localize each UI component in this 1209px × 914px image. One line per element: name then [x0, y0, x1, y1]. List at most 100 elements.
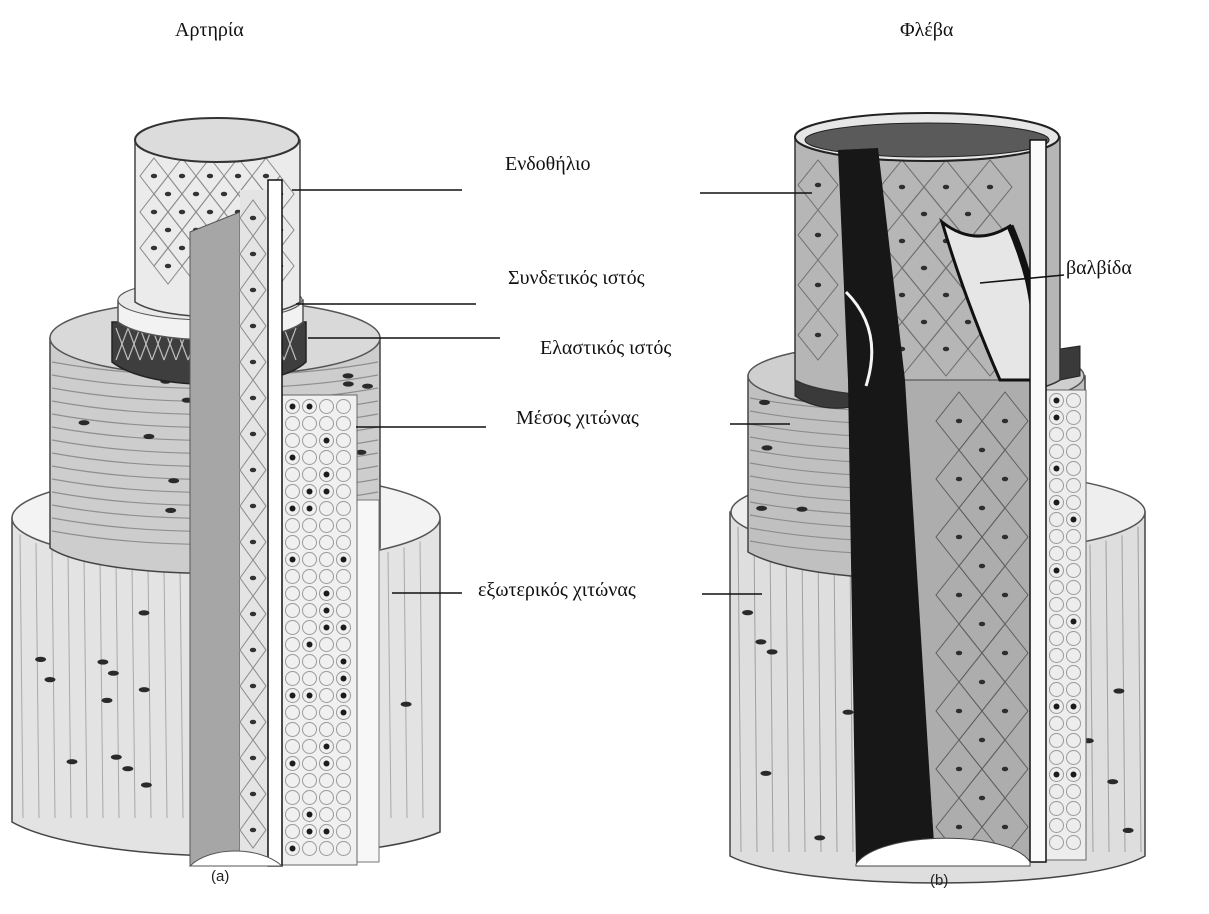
cell-nucleus	[179, 210, 185, 215]
cell-nucleus	[1054, 772, 1060, 778]
cell-nucleus	[168, 478, 179, 483]
cell-nucleus	[979, 796, 985, 801]
cell-nucleus	[307, 812, 313, 818]
cell-nucleus	[1054, 568, 1060, 574]
middle-tunic-label: Μέσος χιτώνας	[516, 406, 639, 430]
cell-nucleus	[151, 210, 157, 215]
cell-nucleus	[815, 233, 821, 238]
cell-nucleus	[979, 506, 985, 511]
cell-nucleus	[250, 432, 256, 437]
cell-nucleus	[307, 829, 313, 835]
cell-nucleus	[987, 185, 993, 190]
cell-nucleus	[759, 400, 770, 405]
cell-nucleus	[1113, 688, 1124, 693]
cell-nucleus	[797, 507, 808, 512]
cell-nucleus	[956, 709, 962, 714]
cell-nucleus	[324, 489, 330, 495]
cell-nucleus	[141, 782, 152, 787]
cell-nucleus	[151, 174, 157, 179]
cell-nucleus	[324, 591, 330, 597]
cell-nucleus	[921, 212, 927, 217]
cell-nucleus	[815, 283, 821, 288]
cell-nucleus	[250, 648, 256, 653]
cell-nucleus	[250, 828, 256, 833]
cell-nucleus	[343, 373, 354, 378]
cell-nucleus	[1071, 619, 1077, 625]
cell-nucleus	[843, 710, 854, 715]
cell-nucleus	[108, 671, 119, 676]
cell-nucleus	[324, 438, 330, 444]
cell-nucleus	[756, 506, 767, 511]
vein-panel-caption: (b)	[930, 872, 948, 890]
cell-nucleus	[250, 360, 256, 365]
cell-nucleus	[221, 192, 227, 197]
cell-nucleus	[165, 228, 171, 233]
cell-nucleus	[341, 659, 347, 665]
cell-nucleus	[921, 320, 927, 325]
cell-nucleus	[1002, 419, 1008, 424]
cell-nucleus	[1054, 704, 1060, 710]
cell-nucleus	[307, 404, 313, 410]
cell-nucleus	[290, 506, 296, 512]
cell-nucleus	[250, 324, 256, 329]
cell-nucleus	[35, 657, 46, 662]
cell-nucleus	[979, 564, 985, 569]
cell-nucleus	[307, 693, 313, 699]
cell-nucleus	[742, 610, 753, 615]
cell-nucleus	[899, 185, 905, 190]
elastic-tissue-label: Ελαστικός ιστός	[540, 336, 671, 360]
cell-nucleus	[45, 677, 56, 682]
cell-nucleus	[165, 264, 171, 269]
cell-nucleus	[979, 622, 985, 627]
cell-nucleus	[290, 761, 296, 767]
cell-nucleus	[235, 174, 241, 179]
cell-nucleus	[1002, 535, 1008, 540]
cell-nucleus	[341, 693, 347, 699]
cell-nucleus	[956, 651, 962, 656]
artery-outer-cut-face	[357, 500, 379, 862]
cell-nucleus	[1107, 779, 1118, 784]
cell-nucleus	[943, 185, 949, 190]
artery-illustration	[12, 118, 440, 866]
cell-nucleus	[965, 320, 971, 325]
cell-nucleus	[250, 576, 256, 581]
cell-nucleus	[250, 252, 256, 257]
cell-nucleus	[250, 720, 256, 725]
cell-nucleus	[179, 174, 185, 179]
cell-nucleus	[143, 434, 154, 439]
cell-nucleus	[956, 767, 962, 772]
cell-nucleus	[899, 293, 905, 298]
cell-nucleus	[250, 288, 256, 293]
cell-nucleus	[1054, 415, 1060, 421]
cell-nucleus	[943, 347, 949, 352]
cell-nucleus	[139, 687, 150, 692]
cell-nucleus	[1054, 398, 1060, 404]
cell-nucleus	[1054, 500, 1060, 506]
artery-panel-caption: (a)	[211, 868, 229, 886]
artery-lumen-opening	[135, 118, 299, 162]
cell-nucleus	[1071, 704, 1077, 710]
cell-nucleus	[956, 535, 962, 540]
cell-nucleus	[324, 744, 330, 750]
cell-nucleus	[207, 210, 213, 215]
cell-nucleus	[1002, 767, 1008, 772]
cell-nucleus	[760, 771, 771, 776]
cell-nucleus	[250, 540, 256, 545]
cell-nucleus	[324, 829, 330, 835]
cell-nucleus	[943, 293, 949, 298]
cell-nucleus	[341, 676, 347, 682]
cell-nucleus	[67, 759, 78, 764]
cell-nucleus	[1002, 825, 1008, 830]
cell-nucleus	[122, 766, 133, 771]
cell-nucleus	[250, 684, 256, 689]
cell-nucleus	[250, 216, 256, 221]
valve-label: βαλβίδα	[1066, 256, 1132, 280]
cell-nucleus	[979, 448, 985, 453]
cell-nucleus	[767, 649, 778, 654]
cell-nucleus	[814, 835, 825, 840]
cell-nucleus	[290, 693, 296, 699]
cell-nucleus	[102, 698, 113, 703]
cell-nucleus	[956, 825, 962, 830]
cell-nucleus	[1123, 828, 1134, 833]
